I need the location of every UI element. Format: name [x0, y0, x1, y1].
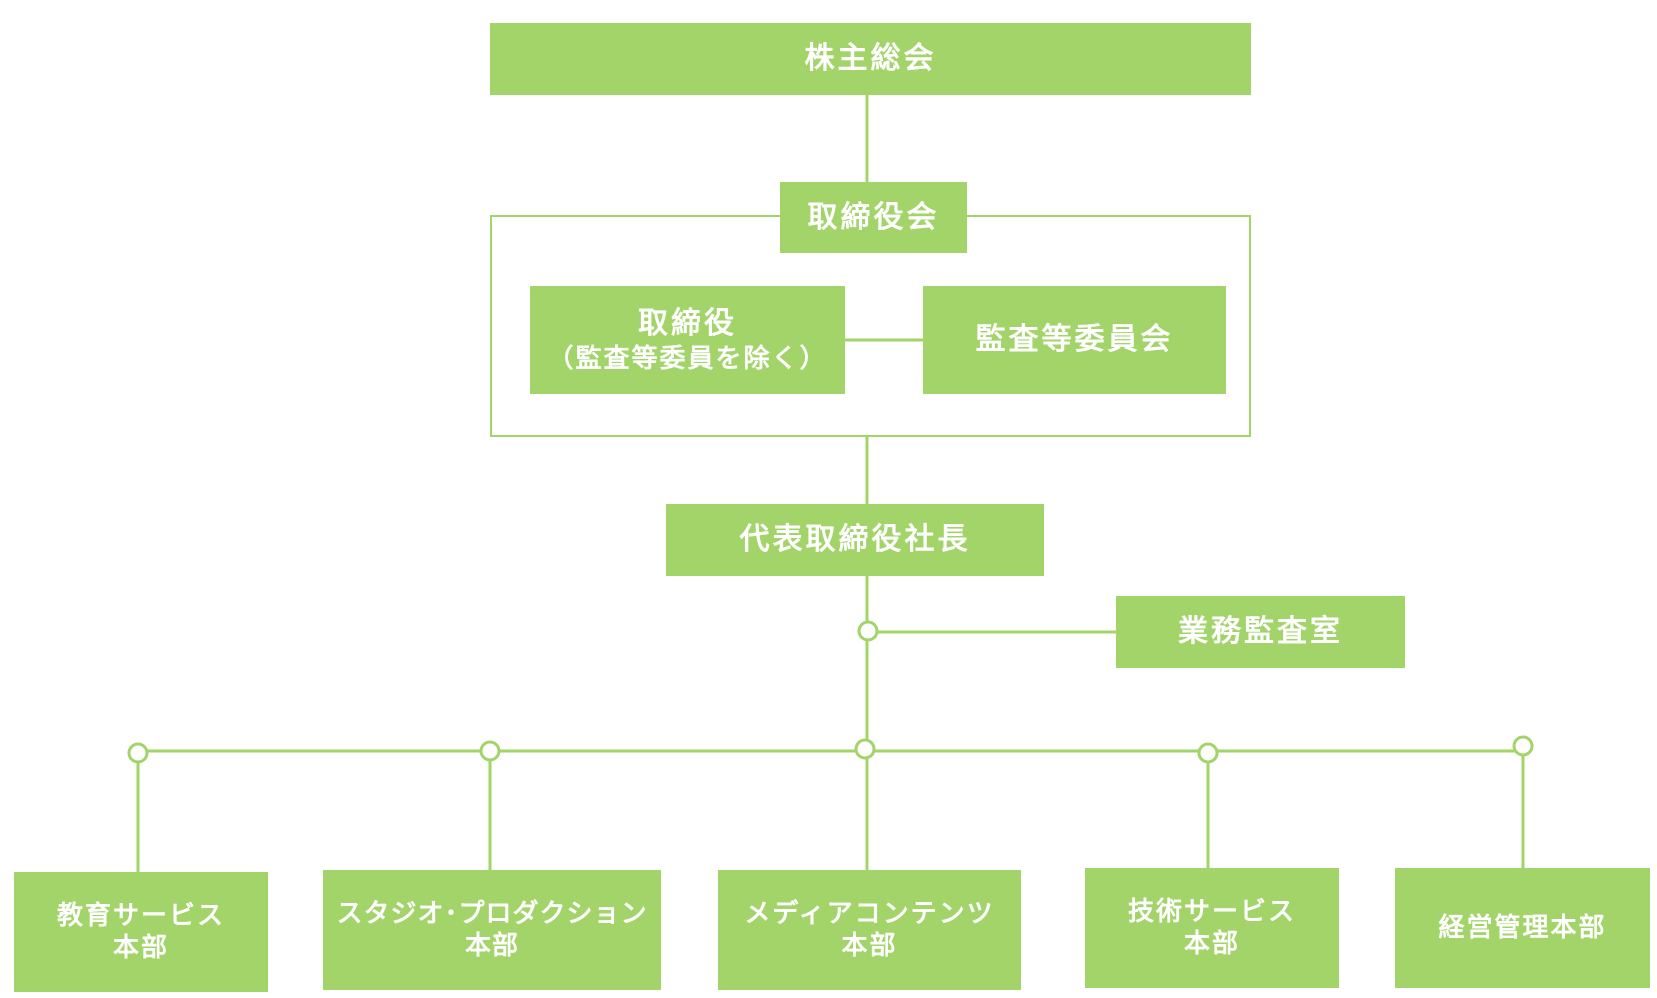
- node-shareholders-label: 株主総会: [804, 41, 937, 77]
- node-directors-label: 取締役: [638, 306, 737, 341]
- junction-node-3: [854, 738, 876, 760]
- division-studio-line2: 本部: [464, 931, 519, 961]
- node-board-label: 取締役会: [807, 199, 940, 235]
- node-board: 取締役会: [780, 182, 967, 253]
- division-technical-line2: 本部: [1183, 929, 1240, 959]
- division-technical: 技術サービス 本部: [1085, 868, 1339, 988]
- division-education: 教育サービス 本部: [14, 872, 268, 992]
- node-directors: 取締役 （監査等委員を除く）: [530, 286, 845, 394]
- junction-node-2: [479, 740, 501, 762]
- division-media: メディアコンテンツ 本部: [718, 870, 1021, 990]
- node-internal-audit: 業務監査室: [1116, 596, 1405, 668]
- junction-node-4: [1197, 742, 1219, 764]
- node-directors-note: （監査等委員を除く）: [547, 343, 828, 374]
- division-media-line1: メディアコンテンツ: [744, 898, 995, 929]
- junction-node-5: [1512, 735, 1534, 757]
- node-audit-committee-label: 監査等委員会: [975, 322, 1174, 358]
- node-shareholders: 株主総会: [490, 23, 1251, 95]
- node-internal-audit-label: 業務監査室: [1178, 614, 1343, 650]
- node-president-label: 代表取締役社長: [739, 522, 971, 558]
- division-management-line1: 経営管理本部: [1438, 912, 1607, 943]
- division-education-line2: 本部: [112, 933, 169, 963]
- division-technical-line1: 技術サービス: [1127, 896, 1296, 927]
- node-president: 代表取締役社長: [666, 504, 1044, 576]
- division-management: 経営管理本部: [1395, 868, 1650, 988]
- division-studio: スタジオ･プロダクション 本部: [323, 870, 661, 990]
- node-audit-committee: 監査等委員会: [923, 286, 1226, 394]
- division-media-line2: 本部: [841, 931, 898, 961]
- division-studio-line1: スタジオ･プロダクション: [336, 898, 648, 929]
- junction-node-audit: [857, 620, 879, 642]
- division-education-line1: 教育サービス: [56, 900, 225, 931]
- junction-node-1: [127, 742, 149, 764]
